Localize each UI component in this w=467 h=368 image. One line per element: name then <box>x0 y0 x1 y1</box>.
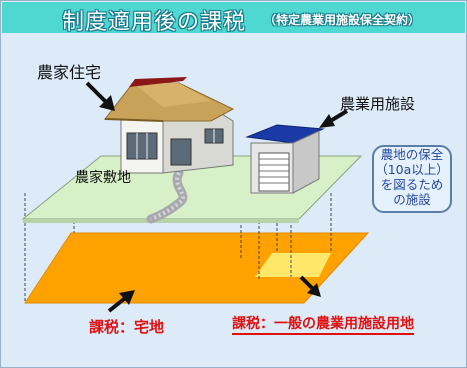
title-sub: （特定農業用施設保全契約） <box>264 13 421 27</box>
arrow-residential-tax <box>107 290 135 313</box>
title-main: 制度適用後の課税 <box>62 10 247 35</box>
land-parcel <box>24 232 370 304</box>
facility-illustration <box>245 124 325 194</box>
label-farmhouse: 農家住宅 <box>37 63 102 82</box>
label-tax-residential: 課税：宅地 <box>89 318 165 336</box>
note-line: を図るため <box>380 177 444 192</box>
arrow-facility <box>319 109 349 128</box>
facility-purpose-note: 農地の保全 （10a以上） を図るため の施設 <box>372 145 452 213</box>
facility-land-highlight <box>255 253 331 277</box>
title-banner: 制度適用後の課税 （特定農業用施設保全契約） <box>2 2 465 35</box>
note-line: の施設 <box>393 192 431 207</box>
label-facility: 農業用施設 <box>340 95 416 113</box>
arrow-facility-tax <box>299 275 321 297</box>
label-farm-site: 農家敷地 <box>75 170 131 186</box>
note-line: （10a以上） <box>375 162 449 177</box>
farmhouse-illustration <box>104 77 235 174</box>
arrow-farmhouse <box>85 81 115 111</box>
platform-front-edge <box>23 219 299 223</box>
note-line: 農地の保全 <box>380 147 444 162</box>
label-tax-facility-land: 課税：一般の農業用施設用地 <box>232 313 414 335</box>
